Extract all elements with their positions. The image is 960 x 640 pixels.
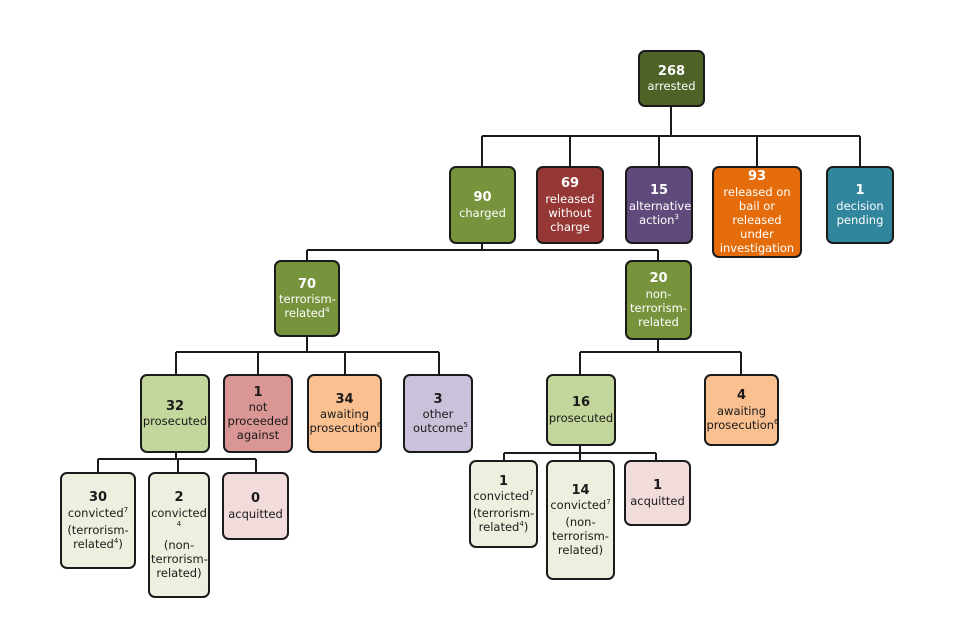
node-label: acquitted: [630, 493, 685, 508]
node-nonterror-convicted-nonterrorism: 14 convicted7 (non-terrorism-related): [546, 460, 615, 580]
node-label: arrested: [647, 79, 696, 94]
node-non-terrorism-related: 20 non-terrorism-related: [625, 260, 692, 340]
node-label: prosecuted: [548, 410, 614, 425]
node-label: acquitted: [228, 506, 283, 521]
node-count: 1: [855, 183, 865, 199]
node-label: alternative action3: [629, 198, 692, 227]
node-count: 93: [747, 169, 767, 185]
node-count: 0: [250, 491, 261, 507]
node-count: 4: [736, 388, 747, 404]
node-alternative-action: 15 alternative action3: [625, 166, 693, 244]
node-count: 1: [498, 473, 509, 489]
node-terror-prosecuted: 32 prosecuted: [140, 374, 210, 453]
node-count: 70: [297, 276, 317, 292]
connector-terror: [175, 337, 440, 374]
node-label: terrorism-related4: [279, 292, 336, 321]
node-count: 16: [571, 395, 591, 411]
node-nonterror-acquitted: 1 acquitted: [624, 460, 691, 526]
node-sublabel: (terrorism-related4): [472, 506, 535, 535]
node-other-outcome: 3 other outcome5: [403, 374, 473, 453]
node-label: convicted7: [550, 498, 611, 513]
node-count: 3: [433, 391, 443, 407]
node-not-proceeded-against: 1 not proceeded against: [223, 374, 293, 453]
node-label: other outcome5: [413, 407, 468, 436]
node-label: prosecuted: [142, 414, 208, 429]
node-label: decision pending: [836, 198, 884, 227]
node-terrorism-related: 70 terrorism-related4: [274, 260, 340, 337]
connector-nonterror: [579, 340, 742, 374]
node-terror-acquitted: 0 acquitted: [222, 472, 289, 540]
node-label: awaiting prosecution6: [309, 407, 382, 436]
node-released-on-bail: 93 released on bail or released under in…: [712, 166, 802, 258]
node-label: convicted7: [473, 489, 534, 504]
node-count: 1: [253, 384, 263, 400]
node-terror-convicted-terrorism: 30 convicted7 (terrorism-related4): [60, 472, 136, 569]
node-count: 30: [88, 490, 108, 506]
node-charged: 90 charged: [449, 166, 516, 244]
node-count: 69: [560, 176, 580, 192]
node-count: 90: [473, 190, 492, 206]
connector-charged: [306, 244, 659, 260]
connector-arrested: [481, 107, 861, 166]
node-count: 20: [649, 271, 668, 287]
node-count: 32: [165, 398, 185, 414]
node-label: awaiting prosecution6: [706, 403, 779, 432]
node-count: 2: [174, 490, 184, 506]
node-label: released without charge: [545, 191, 595, 234]
node-decision-pending: 1 decision pending: [826, 166, 894, 244]
node-label: charged: [459, 205, 506, 220]
node-count: 15: [649, 183, 669, 199]
node-nonterror-awaiting-prosecution: 4 awaiting prosecution6: [704, 374, 779, 446]
node-label: convicted7: [67, 505, 129, 520]
node-arrested: 268 arrested: [638, 50, 705, 107]
connector-n-prosecuted: [503, 446, 657, 460]
node-nonterror-prosecuted: 16 prosecuted: [546, 374, 616, 446]
connector-t-prosecuted: [97, 453, 257, 472]
node-count: 268: [657, 63, 686, 79]
node-count: 34: [335, 391, 354, 407]
node-sublabel: (terrorism-related4): [67, 522, 129, 551]
node-sublabel: (non-terrorism-related): [552, 515, 609, 558]
node-sublabel: (non-terrorism-related): [151, 537, 208, 580]
node-label: not proceeded against: [227, 400, 289, 443]
node-nonterror-convicted-terrorism: 1 convicted7 (terrorism-related4): [469, 460, 538, 548]
node-label: released on bail or released under inves…: [719, 184, 795, 255]
node-released-without-charge: 69 released without charge: [536, 166, 604, 244]
node-label: non-terrorism-related: [630, 286, 687, 329]
node-terror-awaiting-prosecution: 34 awaiting prosecution6: [307, 374, 382, 453]
node-count: 14: [571, 482, 590, 498]
node-count: 1: [652, 478, 663, 494]
